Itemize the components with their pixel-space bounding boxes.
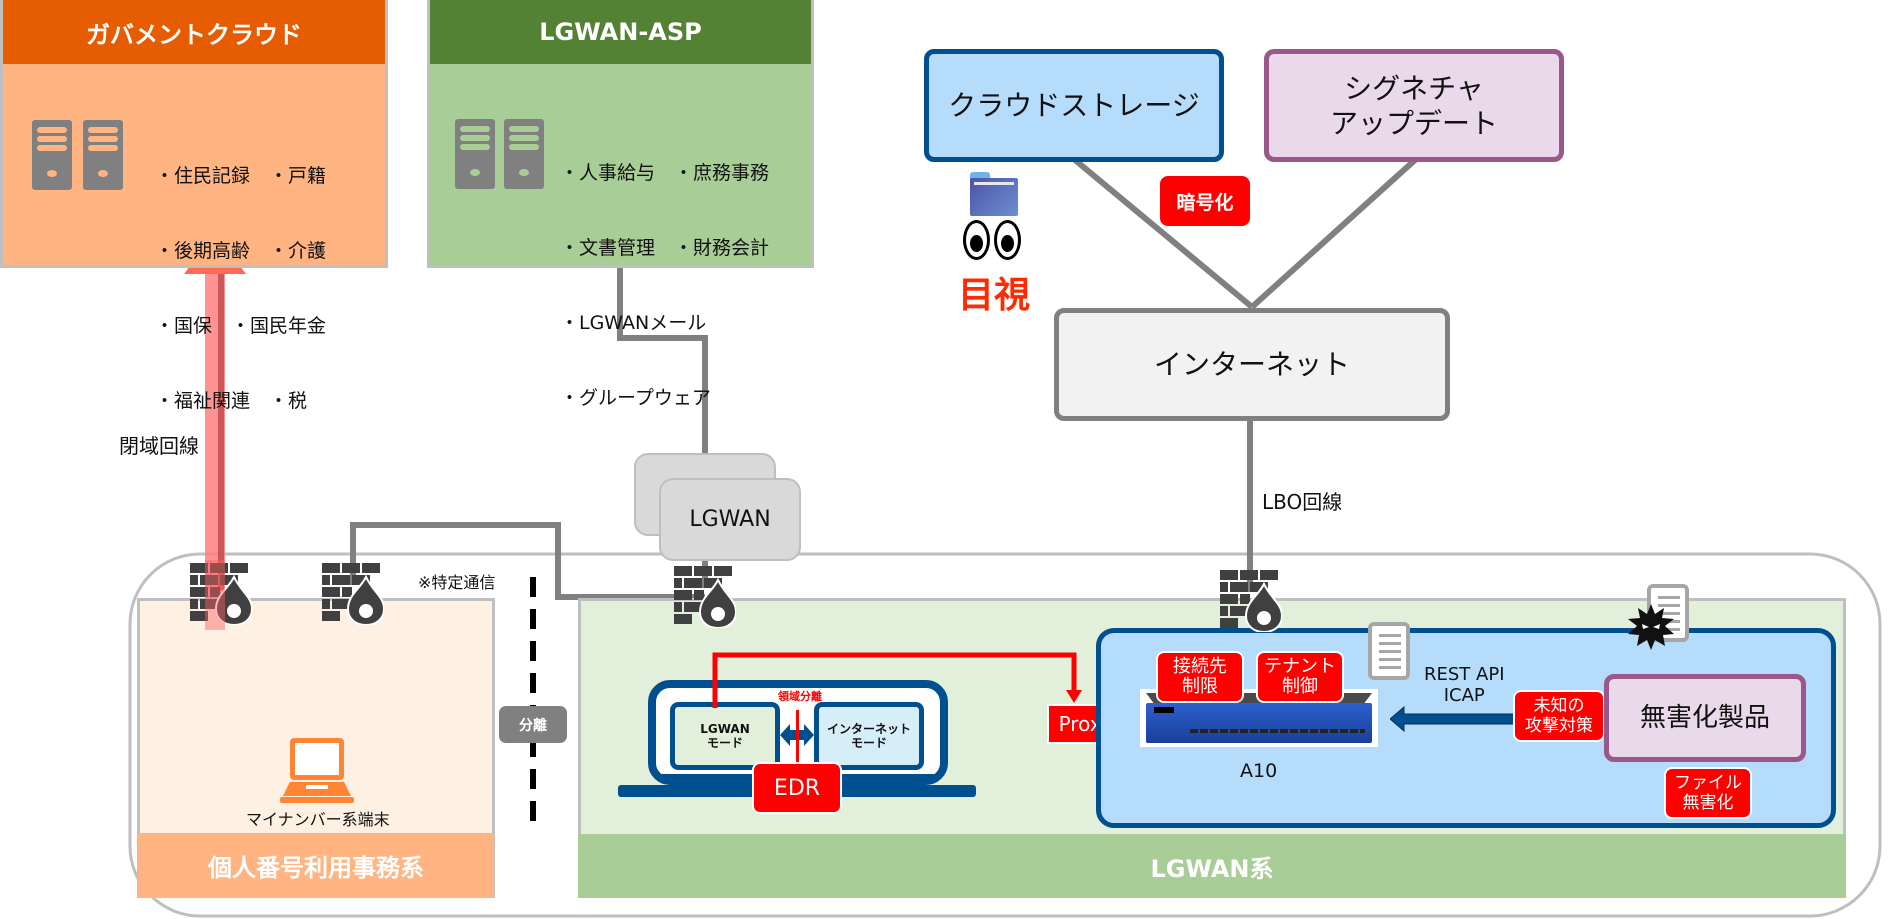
lgwan-zone-footer-label: LGWAN系 xyxy=(1150,854,1274,883)
signature-update-label-1: シグネチャ xyxy=(1344,71,1484,105)
lgwan-mode-panel: LGWAN モード xyxy=(669,701,781,771)
firewall-icon xyxy=(190,563,252,625)
file-sanitize-tag: ファイル 無害化 xyxy=(1664,767,1752,819)
closed-line-overlay xyxy=(205,560,225,630)
specific-comm-note: ※特定通信 xyxy=(418,573,496,592)
document-icon xyxy=(1368,622,1410,680)
server-icon xyxy=(32,120,72,190)
protocol-icap: ICAP xyxy=(1443,685,1485,706)
mynumber-zone-footer: 個人番号利用事務系 xyxy=(138,833,494,898)
sanitize-product-label: 無害化製品 xyxy=(1639,702,1770,733)
service-item: ・国保 ・国民年金 xyxy=(155,315,327,337)
service-item: ・LGWANメール xyxy=(560,312,707,334)
mynumber-terminal-icon xyxy=(280,738,354,804)
proxy-route-line xyxy=(712,652,1082,708)
protocol-rest-api: REST API xyxy=(1424,664,1505,685)
unknown-attack-line-2: 攻撃対策 xyxy=(1525,716,1593,736)
service-item: ・福祉関連 ・税 xyxy=(155,390,308,412)
service-item: ・文書管理 ・財務会計 xyxy=(560,237,770,259)
internet-mode-label-2: モード xyxy=(850,736,887,750)
signature-update-label-2: アップデート xyxy=(1329,106,1498,140)
isolation-label: 領域分離 xyxy=(778,690,822,703)
gov-cloud-title: ガバメントクラウド xyxy=(3,0,385,64)
lbo-line-label: LBO回線 xyxy=(1262,490,1343,514)
a10-label: A10 xyxy=(1240,760,1278,782)
lgwan-mode-label-1: LGWAN xyxy=(700,722,750,736)
file-sanitize-line-2: 無害化 xyxy=(1682,793,1734,813)
lgwan-asp-title: LGWAN-ASP xyxy=(430,0,811,64)
service-item: ・後期高齢 ・介護 xyxy=(155,240,327,262)
firewall-icon xyxy=(1220,570,1282,632)
cloud-storage-label: クラウドストレージ xyxy=(948,89,1200,122)
gov-cloud-box: ガバメントクラウド ・住民記録 ・戸籍 ・後期高齢 ・介護 ・国保 ・国民年金 … xyxy=(0,0,388,412)
tenant-control-tag: テナント 制御 xyxy=(1256,651,1344,703)
lgwan-mode-label-2: モード xyxy=(706,736,743,750)
connection-restriction-tag: 接続先 制限 xyxy=(1156,651,1244,703)
lgwan-network-box: LGWAN xyxy=(659,478,801,561)
lgwan-network-label: LGWAN xyxy=(689,507,771,532)
server-icon xyxy=(504,119,544,189)
malware-icon xyxy=(1628,604,1674,650)
internet-box: インターネット xyxy=(1054,308,1450,421)
internet-mode-panel: インターネット モード xyxy=(814,702,924,770)
eyes-icon xyxy=(963,220,1025,262)
closed-line-label: 閉域回線 xyxy=(119,434,199,458)
gov-cloud-body: ・住民記録 ・戸籍 ・後期高齢 ・介護 ・国保 ・国民年金 ・福祉関連 ・税 xyxy=(3,64,385,412)
server-icon xyxy=(455,119,495,189)
isolation-line xyxy=(796,710,799,764)
mynumber-terminal-label: マイナンバー系端末 xyxy=(246,810,390,829)
lgwan-zone-footer: LGWAN系 xyxy=(578,834,1846,898)
internet-label: インターネット xyxy=(1153,348,1350,381)
firewall-icon xyxy=(674,566,736,628)
api-arrow-icon xyxy=(1390,706,1518,732)
connection-restriction-line-1: 接続先 xyxy=(1173,656,1227,677)
sanitize-product-box: 無害化製品 xyxy=(1604,674,1806,762)
lgwan-asp-box: LGWAN-ASP ・人事給与 ・庶務事務 ・文書管理 ・財務会計 ・LGWAN… xyxy=(427,0,814,409)
gov-cloud-services: ・住民記録 ・戸籍 ・後期高齢 ・介護 ・国保 ・国民年金 ・福祉関連 ・税 xyxy=(155,114,326,464)
internet-mode-label-1: インターネット xyxy=(826,722,911,736)
unknown-attack-line-1: 未知の xyxy=(1533,696,1585,716)
signature-to-internet-line xyxy=(1249,157,1418,310)
mynumber-zone-footer-label: 個人番号利用事務系 xyxy=(208,854,424,882)
unknown-attack-tag: 未知の 攻撃対策 xyxy=(1513,690,1605,742)
edr-tag: EDR xyxy=(752,762,842,814)
tenant-control-line-1: テナント xyxy=(1264,656,1336,677)
separation-badge: 分離 xyxy=(499,706,567,743)
protocol-label: REST API ICAP xyxy=(1424,664,1505,706)
lgwan-asp-body: ・人事給与 ・庶務事務 ・文書管理 ・財務会計 ・LGWANメール ・グループウ… xyxy=(430,64,811,409)
signature-update-box: シグネチャ アップデート xyxy=(1264,49,1564,162)
service-item: ・グループウェア xyxy=(560,387,711,409)
server-icon xyxy=(83,120,123,190)
lgwan-asp-services: ・人事給与 ・庶務事務 ・文書管理 ・財務会計 ・LGWANメール ・グループウ… xyxy=(560,111,769,461)
separation-badge-label: 分離 xyxy=(519,717,547,734)
folder-icon xyxy=(968,172,1020,216)
firewall-icon xyxy=(322,563,384,625)
file-sanitize-line-1: ファイル xyxy=(1674,773,1742,793)
cloud-storage-box: クラウドストレージ xyxy=(924,49,1224,162)
encryption-tag: 暗号化 xyxy=(1160,176,1250,226)
tenant-control-line-2: 制御 xyxy=(1282,676,1318,697)
service-item: ・住民記録 ・戸籍 xyxy=(155,165,327,187)
service-item: ・人事給与 ・庶務事務 xyxy=(560,162,770,184)
connection-restriction-line-2: 制限 xyxy=(1182,676,1218,697)
visual-check-label: 目視 xyxy=(958,275,1031,316)
